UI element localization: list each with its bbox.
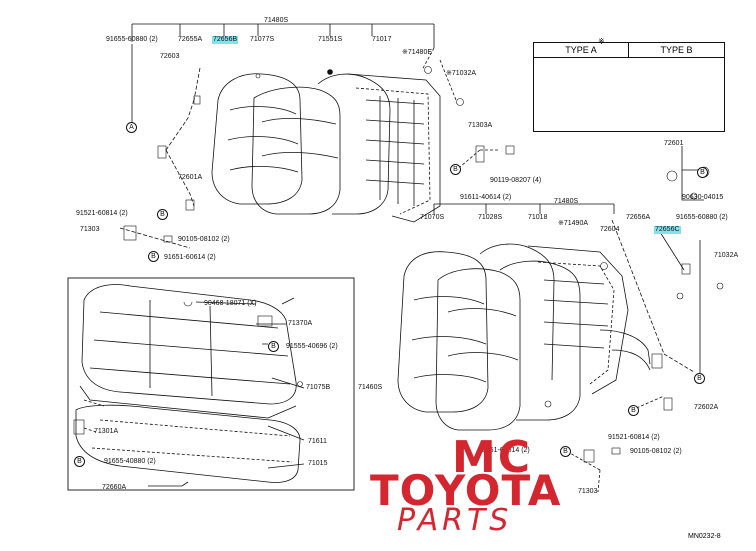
page-code: MN0232-8 [688,533,721,540]
part-label-72660a[interactable]: 72660A [102,484,127,491]
ref-marker-b: B [694,373,705,384]
ref-marker-b: B [268,341,279,352]
part-label-72603[interactable]: 72603 [160,53,180,60]
part-label-91611-40614[interactable]: 91611-40614 (2) [460,194,512,201]
ref-marker-b: B [560,446,571,457]
ref-marker-b: B [74,456,85,467]
part-label-71460s[interactable]: 71460S [358,384,383,391]
part-label-71611[interactable]: 71611 [308,438,327,445]
ref-marker-a: A [126,122,137,133]
ref-marker-b: B [157,209,168,220]
part-label-72604[interactable]: 72604 [600,226,620,233]
part-label-71015[interactable]: 71015 [308,460,328,467]
part-label-90105-08102-left[interactable]: 90105-08102 (2) [178,236,230,243]
part-label-71480e[interactable]: ※71480E [402,49,432,56]
part-label-71551s[interactable]: 71551S [318,36,343,43]
part-label-71303-r[interactable]: 71303 [578,488,598,495]
watermark-toyota: TOYOTA [370,466,562,515]
part-label-90468-18071[interactable]: 90468-18071 (X) [204,300,257,307]
part-label-72656c[interactable]: 72656C [654,226,681,234]
part-label-71032a-top[interactable]: ※71032A [446,70,476,77]
part-label-72601a[interactable]: 72601A [178,174,203,181]
part-label-71070s[interactable]: 71070S [420,214,445,221]
part-label-71490a[interactable]: ※71490A [558,220,588,227]
part-label-72601[interactable]: 72601 [664,140,684,147]
part-label-71301a[interactable]: 71301A [94,428,119,435]
part-label-71480s-mid[interactable]: 71480S [554,198,579,205]
part-label-71480s-top[interactable]: 71480S [264,17,289,24]
seatback-left-illustration [211,73,441,223]
part-label-71028s[interactable]: 71028S [478,214,503,221]
part-label-71018[interactable]: 71018 [528,214,548,221]
ref-marker-b: B [628,405,639,416]
part-label-72656a[interactable]: 72656A [626,214,651,221]
ref-marker-b: B [148,251,159,262]
part-label-71032a-r[interactable]: 71032A [714,252,739,259]
part-label-90630-04015[interactable]: 90630-04015 [682,194,724,201]
ref-marker-b: B [697,167,708,178]
part-label-71370a[interactable]: 71370A [288,320,313,327]
part-label-72655a[interactable]: 72655A [178,36,203,43]
part-label-90119-08207[interactable]: 90119-08207 (4) [490,177,542,184]
watermark-parts: PARTS [397,503,513,538]
part-label-71017[interactable]: 71017 [372,36,392,43]
watermark-mc: MC [452,432,533,483]
part-label-90105-08102-r[interactable]: 90105-08102 (2) [630,448,682,455]
part-label-91655-60880-r[interactable]: 91655-60880 (2) [676,214,728,221]
seatback-right-illustration [397,243,651,431]
part-label-71075b[interactable]: 71075B [306,384,331,391]
legend-type-b-header: TYPE B [629,43,724,58]
fastener-type-legend: TYPE A TYPE B [533,42,725,132]
part-label-91521-60814-left[interactable]: 91521-60814 (2) [76,210,128,217]
part-label-91655-40880[interactable]: 91655-40880 (2) [104,458,156,465]
part-label-91651-60614[interactable]: 91651-60614 (2) [164,254,216,261]
part-label-91521-60814-r[interactable]: 91521-60814 (2) [608,434,660,441]
part-label-91555-40696[interactable]: 91555-40696 (2) [286,343,338,350]
ref-marker-b: B [450,164,461,175]
part-label-71303a[interactable]: 71303A [468,122,493,129]
part-label-91651-60614-r[interactable]: 91651-60614 (2) [478,447,530,454]
part-label-91655-60880-tl[interactable]: 91655-60880 (2) [106,36,158,43]
part-label-71077s[interactable]: 71077S [250,36,275,43]
part-label-71303-left[interactable]: 71303 [80,226,100,233]
legend-type-a-header: TYPE A [534,43,629,58]
part-label-72656b[interactable]: 72656B [212,36,239,44]
part-label-72602a[interactable]: 72602A [694,404,719,411]
legend-mark: ※ [598,37,605,46]
seat-cushion-illustration [75,284,301,483]
